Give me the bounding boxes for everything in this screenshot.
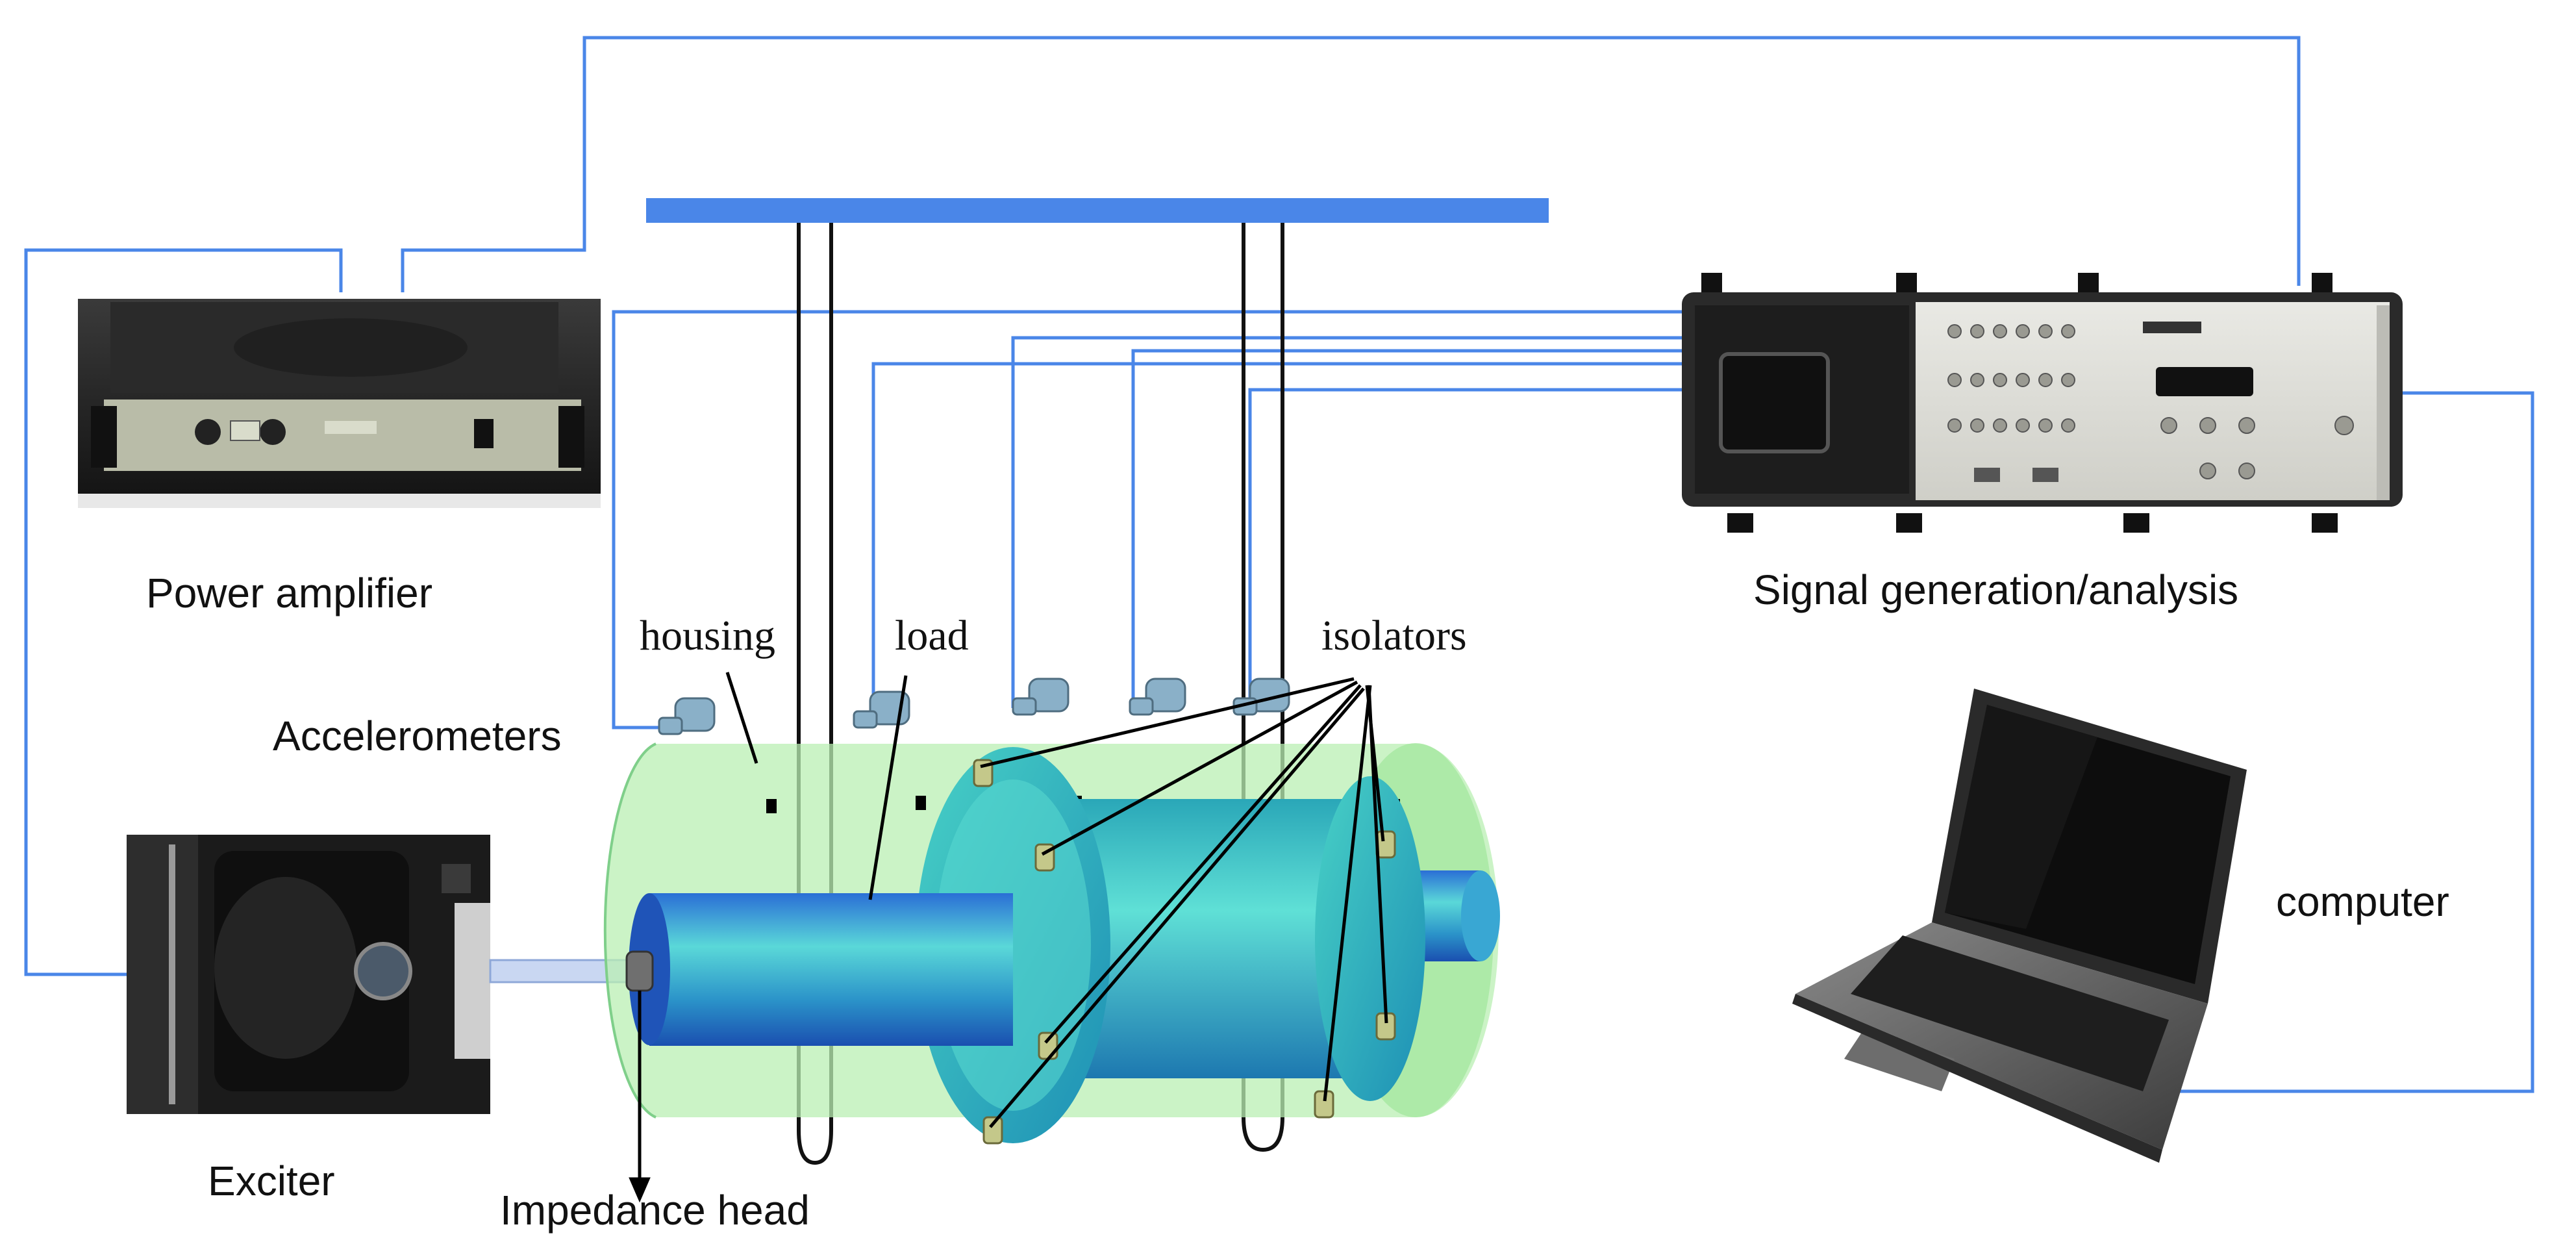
exciter-device	[127, 835, 490, 1114]
accelerometer-sensors	[658, 678, 1290, 735]
load-assembly	[625, 747, 1500, 1145]
computer-label: computer	[2276, 878, 2449, 925]
cable-accel-4	[1131, 349, 1922, 708]
suspension-cords	[797, 223, 1284, 1165]
accelerometer-sensor	[853, 691, 910, 729]
accelerometer-sensor	[658, 697, 716, 735]
signal-analyzer-device	[1682, 273, 2403, 533]
support-beam	[646, 198, 1549, 223]
housing-label: housing	[640, 612, 775, 659]
cables	[24, 36, 2534, 1093]
isolators-label: isolators	[1321, 612, 1467, 659]
stinger-rod	[489, 959, 628, 983]
cable-amplifier-to-exciter	[24, 248, 343, 976]
pointer-lines	[629, 672, 1388, 1203]
accelerometer-sensor	[1012, 678, 1069, 716]
power-amplifier-label: Power amplifier	[146, 570, 432, 616]
impedance-head	[625, 950, 654, 992]
cable-accel-2	[871, 362, 1922, 724]
load-label: load	[895, 612, 969, 659]
exciter-label: Exciter	[208, 1158, 335, 1204]
impedance-head-label: Impedance head	[500, 1187, 810, 1234]
cable-accel-3	[1011, 336, 1922, 708]
accelerometers-label: Accelerometers	[273, 713, 562, 759]
power-amplifier-device	[78, 299, 601, 508]
laptop-computer	[1792, 689, 2247, 1163]
accelerometer-sensor	[1129, 678, 1186, 716]
cable-amplifier-to-analyzer	[401, 36, 2301, 292]
signal-analysis-label: Signal generation/analysis	[1753, 566, 2238, 613]
cable-accel-1	[612, 310, 1922, 729]
